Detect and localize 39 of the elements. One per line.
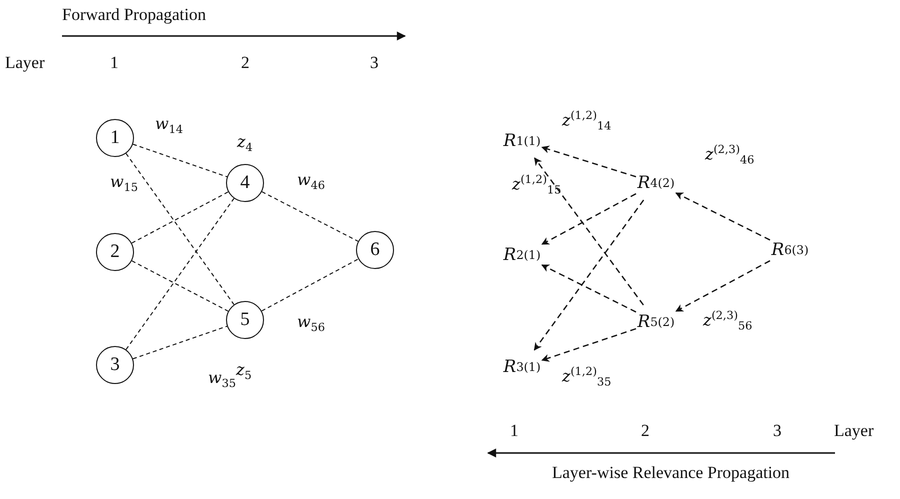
dashed-connector xyxy=(534,200,644,351)
layer-number: 1 xyxy=(110,54,118,71)
neuron-circle: 6 xyxy=(356,231,394,269)
weight-label: w$_{14}$ xyxy=(155,116,183,136)
dashed-connector xyxy=(126,198,234,350)
neuron-circle: 3 xyxy=(96,346,134,384)
neuron-circle: 4 xyxy=(226,164,264,202)
neuron-circle: 2 xyxy=(96,233,134,271)
activation-label: z$_{5}$ xyxy=(236,362,252,382)
dashed-connector xyxy=(261,191,359,242)
activation-label: z$_{4}$ xyxy=(237,134,253,154)
weight-label: w$_{46}$ xyxy=(297,172,325,192)
neuron-circle: 1 xyxy=(96,119,134,157)
direction-caption: Forward Propagation xyxy=(62,6,206,23)
dashed-connector xyxy=(541,193,636,245)
weight-label: w$_{56}$ xyxy=(297,314,325,334)
layer-number: 3 xyxy=(773,422,782,439)
weight-label: w$_{15}$ xyxy=(110,174,138,194)
dashed-connector xyxy=(541,328,636,362)
layer-number: 2 xyxy=(641,422,650,439)
layer-number: 1 xyxy=(510,422,518,439)
dashed-connector xyxy=(534,157,644,306)
layer-number: 2 xyxy=(241,54,250,71)
dashed-connector xyxy=(132,144,228,178)
dashed-connector xyxy=(131,260,229,312)
dashed-connector xyxy=(541,146,636,178)
dashed-connector xyxy=(675,192,770,241)
dashed-connector xyxy=(261,258,359,312)
weight-label: w$_{35}$ xyxy=(208,370,236,390)
dashed-connector xyxy=(132,326,228,360)
axis-title: Layer xyxy=(834,422,874,439)
dashed-connector xyxy=(541,264,636,313)
direction-caption: Layer-wise Relevance Propagation xyxy=(552,464,790,481)
dashed-connector xyxy=(131,191,229,244)
layer-number: 3 xyxy=(370,54,378,71)
neuron-circle: 5 xyxy=(226,301,264,339)
dashed-connector xyxy=(675,260,770,312)
dashed-connector xyxy=(126,152,234,306)
axis-title: Layer xyxy=(5,54,45,71)
